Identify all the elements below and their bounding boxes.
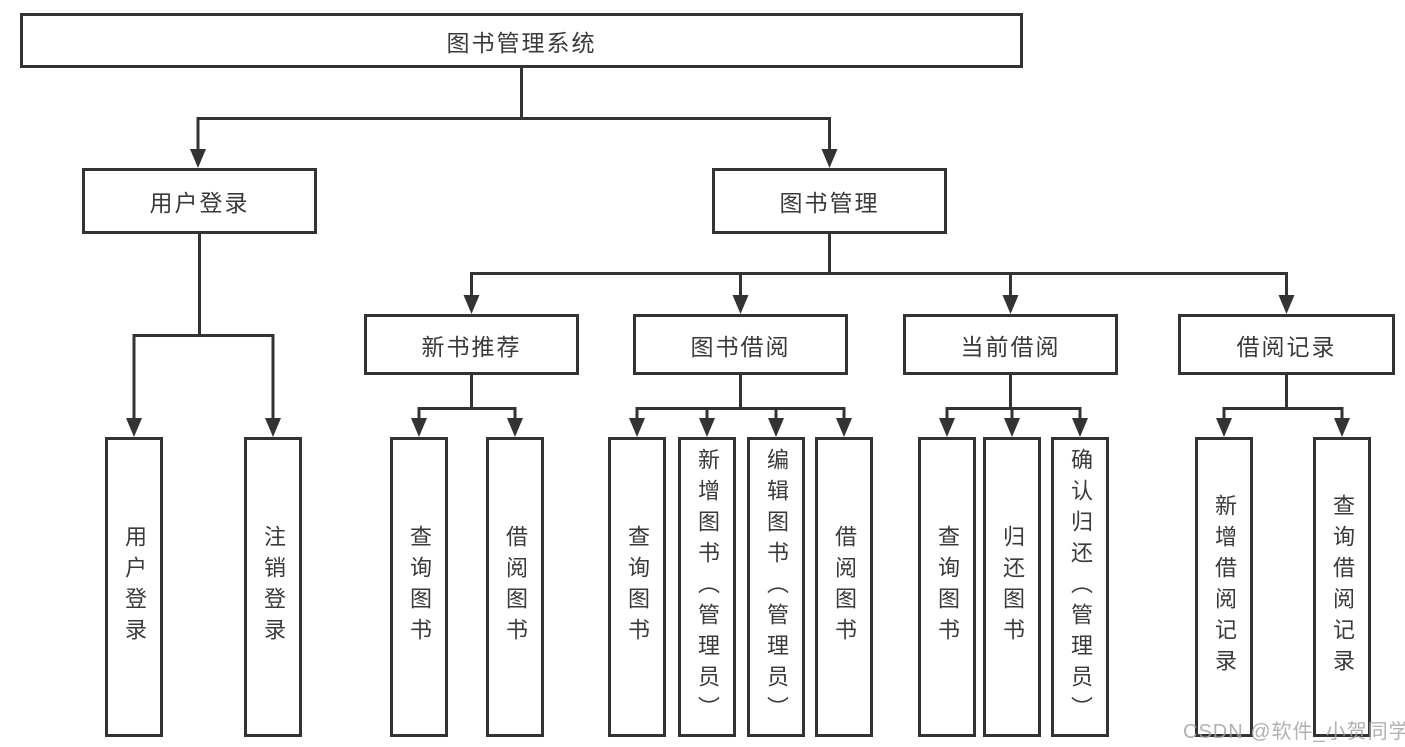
leaf-add-borrow-record: 新增借阅记录 <box>1195 437 1253 737</box>
leaf-label: 归还图书 <box>1000 525 1025 649</box>
leaf-label: 确认归还（管理员） <box>1068 447 1093 727</box>
node-borrowing-records: 借阅记录 <box>1178 314 1395 375</box>
node-book-management: 图书管理 <box>712 168 947 234</box>
leaf-query-books-current: 查询图书 <box>918 437 976 737</box>
leaf-return-books: 归还图书 <box>983 437 1041 737</box>
node-user-login: 用户登录 <box>82 168 317 234</box>
node-label: 借阅记录 <box>1236 333 1337 360</box>
leaf-label: 新增图书（管理员） <box>695 447 720 727</box>
leaf-label: 查询图书 <box>625 525 650 649</box>
leaf-logout: 注销登录 <box>244 437 302 737</box>
leaf-label: 查询图书 <box>407 525 432 649</box>
leaf-confirm-return-admin: 确认归还（管理员） <box>1051 437 1109 737</box>
leaf-label: 借阅图书 <box>503 525 528 649</box>
leaf-label: 注销登录 <box>261 525 286 649</box>
node-current-borrowing: 当前借阅 <box>903 314 1118 375</box>
leaf-label: 编辑图书（管理员） <box>764 447 789 727</box>
csdn-watermark: CSDN @软件_小贺同学 <box>1183 721 1405 743</box>
leaf-label: 用户登录 <box>122 525 147 649</box>
node-label: 图书借阅 <box>690 333 791 360</box>
leaf-label: 查询图书 <box>935 525 960 649</box>
leaf-borrow-books-borrowing: 借阅图书 <box>815 437 873 737</box>
arrowheads <box>126 149 1350 437</box>
node-label: 图书管理系统 <box>446 29 597 56</box>
node-label: 用户登录 <box>149 190 250 216</box>
leaf-user-login: 用户登录 <box>105 437 163 737</box>
leaf-add-book-admin: 新增图书（管理员） <box>678 437 736 737</box>
leaf-query-borrow-record: 查询借阅记录 <box>1313 437 1371 737</box>
tree-lines <box>132 68 1344 422</box>
leaf-query-books-borrowing: 查询图书 <box>608 437 666 737</box>
leaf-label: 查询借阅记录 <box>1330 494 1355 680</box>
node-label: 图书管理 <box>779 190 880 216</box>
leaf-query-books-newbook: 查询图书 <box>390 437 448 737</box>
node-label: 新书推荐 <box>421 333 522 360</box>
leaf-label: 新增借阅记录 <box>1212 494 1237 680</box>
leaf-label: 借阅图书 <box>832 525 857 649</box>
node-book-borrowing: 图书借阅 <box>633 314 848 375</box>
node-new-book-recommend: 新书推荐 <box>364 314 579 375</box>
node-label: 当前借阅 <box>960 333 1061 360</box>
node-root-system: 图书管理系统 <box>20 13 1023 68</box>
leaf-edit-book-admin: 编辑图书（管理员） <box>747 437 805 737</box>
leaf-borrow-books-newbook: 借阅图书 <box>486 437 544 737</box>
